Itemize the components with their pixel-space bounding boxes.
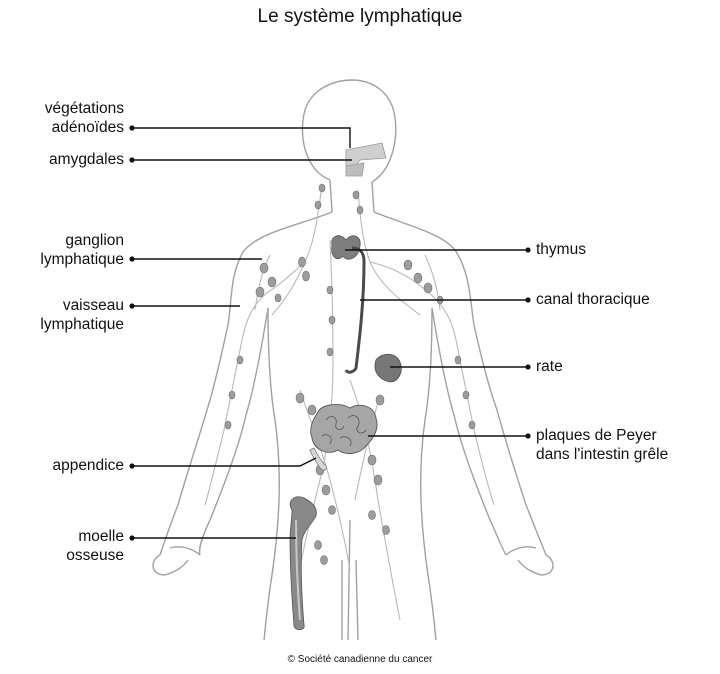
left-inner-arm bbox=[198, 307, 269, 556]
node bbox=[320, 555, 328, 565]
leg-divide bbox=[341, 519, 359, 641]
node bbox=[224, 420, 232, 430]
label-appendice: appendice bbox=[52, 457, 124, 474]
node bbox=[356, 205, 364, 215]
node bbox=[326, 347, 334, 357]
dot bbox=[129, 125, 135, 131]
label-thymus: thymus bbox=[536, 241, 586, 258]
right-inner-arm bbox=[431, 307, 507, 556]
small-intestine-shape bbox=[310, 404, 378, 454]
left-waist bbox=[263, 307, 280, 641]
thymus-shape bbox=[331, 235, 361, 260]
node bbox=[307, 404, 317, 416]
node bbox=[373, 474, 383, 486]
node bbox=[295, 392, 305, 404]
node bbox=[468, 420, 476, 430]
right-hand bbox=[505, 546, 554, 576]
node bbox=[328, 505, 336, 515]
node bbox=[255, 286, 265, 298]
dot bbox=[129, 303, 135, 309]
right-waist bbox=[420, 307, 437, 641]
leader-lines bbox=[132, 127, 528, 539]
node bbox=[302, 270, 310, 282]
label-vegetations: végétations adénoïdes bbox=[44, 100, 124, 136]
node bbox=[367, 454, 377, 466]
neck-outline bbox=[329, 179, 375, 213]
node bbox=[328, 315, 336, 325]
node bbox=[413, 272, 423, 284]
tonsils-shape bbox=[345, 162, 365, 177]
left-hand bbox=[152, 546, 201, 576]
torso-left bbox=[159, 211, 333, 556]
leader-appendice bbox=[132, 457, 317, 467]
body-outline bbox=[152, 79, 554, 641]
node bbox=[326, 285, 334, 295]
spleen-shape bbox=[374, 353, 402, 383]
leader-vegetations bbox=[132, 127, 351, 148]
node bbox=[375, 394, 385, 406]
diagram-title: Le système lymphatique bbox=[257, 6, 463, 27]
dot bbox=[129, 256, 135, 262]
node bbox=[462, 390, 470, 400]
node bbox=[454, 355, 462, 365]
dot bbox=[525, 364, 531, 370]
dot bbox=[129, 535, 135, 541]
node bbox=[403, 259, 413, 271]
label-amygdales: amygdales bbox=[49, 151, 124, 168]
lymph-nodes bbox=[224, 183, 476, 565]
node bbox=[368, 510, 376, 520]
dot bbox=[525, 433, 531, 439]
torso-right bbox=[373, 211, 547, 556]
node bbox=[423, 282, 433, 294]
node bbox=[267, 276, 277, 288]
node bbox=[259, 262, 269, 274]
node bbox=[236, 355, 244, 365]
dot bbox=[525, 247, 531, 253]
label-canal: canal thoracique bbox=[536, 291, 650, 308]
node bbox=[314, 200, 322, 210]
node bbox=[314, 540, 322, 550]
node bbox=[298, 256, 306, 268]
label-ganglion: ganglion lymphatique bbox=[40, 232, 124, 268]
dot bbox=[129, 157, 135, 163]
copyright-credit: © Société canadienne du cancer bbox=[287, 654, 433, 665]
leader-dots bbox=[129, 125, 531, 541]
node bbox=[321, 484, 331, 496]
node bbox=[352, 190, 360, 200]
label-peyer: plaques de Peyer dans l'intestin grêle bbox=[536, 427, 669, 463]
appendix-shape bbox=[309, 447, 327, 471]
intestine-coils bbox=[321, 415, 367, 447]
thoracic-duct-shape bbox=[344, 246, 366, 374]
node bbox=[274, 293, 282, 303]
node bbox=[228, 390, 236, 400]
femur-shape bbox=[289, 496, 317, 631]
dot bbox=[129, 463, 135, 469]
label-vaisseau: vaisseau lymphatique bbox=[40, 297, 124, 333]
node bbox=[382, 525, 390, 535]
node bbox=[318, 183, 326, 193]
label-rate: rate bbox=[536, 358, 563, 375]
label-moelle: moelle osseuse bbox=[66, 528, 124, 564]
head-outline bbox=[301, 79, 397, 183]
dot bbox=[525, 297, 531, 303]
